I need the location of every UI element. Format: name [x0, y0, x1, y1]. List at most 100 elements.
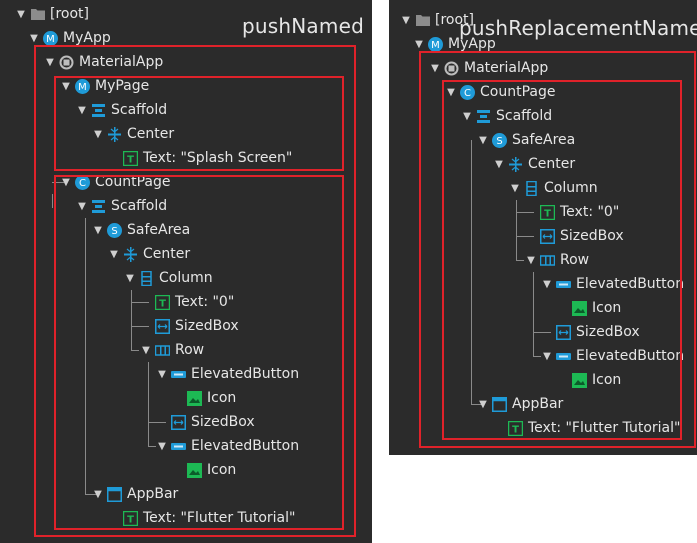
tree-guide — [516, 260, 524, 261]
tree-node-root[interactable]: ▼ [root] — [14, 2, 89, 26]
tree-node-label: Row — [175, 342, 205, 358]
tree-node-text[interactable]: T Text: "0" — [155, 290, 234, 314]
scaffold-icon — [91, 199, 106, 214]
tree-node-root[interactable]: ▼ [root] — [399, 8, 474, 32]
chevron-down-icon[interactable]: ▼ — [126, 272, 134, 284]
tree-node-column[interactable]: ▼ Column — [508, 176, 597, 200]
chevron-down-icon[interactable]: ▼ — [463, 110, 471, 122]
tree-node-mypage[interactable]: ▼ M MyPage — [59, 74, 149, 98]
chevron-down-icon[interactable]: ▼ — [543, 278, 551, 290]
tree-node-elevatedbutton[interactable]: ▼ ElevatedButton — [155, 362, 299, 386]
tree-node-icon[interactable]: Icon — [572, 368, 621, 392]
chevron-down-icon[interactable]: ▼ — [78, 200, 86, 212]
chevron-down-icon[interactable]: ▼ — [158, 440, 166, 452]
chevron-down-icon[interactable]: ▼ — [94, 224, 102, 236]
tree-node-label: Center — [528, 156, 576, 172]
chevron-down-icon[interactable]: ▼ — [94, 128, 102, 140]
tree-node-elevatedbutton[interactable]: ▼ ElevatedButton — [540, 272, 684, 296]
tree-node-text[interactable]: T Text: "Splash Screen" — [123, 146, 292, 170]
tree-node-scaffold[interactable]: ▼ Scaffold — [460, 104, 552, 128]
app-bar-icon — [492, 396, 507, 412]
tree-node-sizedbox[interactable]: SizedBox — [155, 314, 239, 338]
chevron-down-icon[interactable]: ▼ — [431, 62, 439, 74]
tree-node-label: SizedBox — [576, 324, 640, 340]
tree-node-label: AppBar — [512, 396, 564, 412]
tree-node-column[interactable]: ▼ Column — [123, 266, 213, 290]
tree-node-countpage[interactable]: ▼ C CountPage — [59, 170, 170, 194]
chevron-down-icon[interactable]: ▼ — [415, 38, 423, 50]
chevron-down-icon[interactable]: ▼ — [447, 86, 455, 98]
tree-node-appbar[interactable]: ▼ AppBar — [91, 482, 178, 506]
tree-node-sizedbox[interactable]: SizedBox — [556, 320, 640, 344]
chevron-down-icon[interactable]: ▼ — [62, 176, 70, 188]
button-icon — [171, 367, 186, 382]
button-icon — [556, 349, 571, 364]
tree-node-elevatedbutton[interactable]: ▼ ElevatedButton — [540, 344, 684, 368]
tree-guide — [516, 212, 534, 213]
tree-node-label: Text: "0" — [175, 294, 235, 310]
chevron-down-icon[interactable]: ▼ — [158, 368, 166, 380]
chevron-down-icon[interactable]: ▼ — [62, 80, 70, 92]
tree-node-countpage[interactable]: ▼ C CountPage — [444, 80, 555, 104]
chevron-down-icon[interactable]: ▼ — [479, 134, 487, 146]
tree-guide — [148, 422, 166, 423]
chevron-down-icon[interactable]: ▼ — [527, 254, 535, 266]
chevron-down-icon[interactable]: ▼ — [78, 104, 86, 116]
tree-node-center[interactable]: ▼ Center — [91, 122, 174, 146]
center-icon — [123, 246, 138, 262]
chevron-down-icon[interactable]: ▼ — [46, 56, 54, 68]
tree-node-icon[interactable]: Icon — [187, 458, 236, 482]
tree-node-safearea[interactable]: ▼ S SafeArea — [476, 128, 575, 152]
tree-node-label: Column — [159, 270, 213, 286]
image-icon — [187, 390, 202, 406]
svg-text:C: C — [79, 178, 86, 189]
sized-box-icon — [540, 228, 555, 244]
chevron-down-icon[interactable]: ▼ — [17, 8, 25, 20]
tree-node-label: SafeArea — [512, 132, 576, 148]
svg-text:T: T — [127, 514, 134, 525]
tree-node-appbar[interactable]: ▼ AppBar — [476, 392, 563, 416]
widget-tree-panel-pushnamed[interactable]: pushNamed ▼ [root] ▼ M MyApp ▼ MaterialA… — [0, 0, 372, 543]
chevron-down-icon[interactable]: ▼ — [94, 488, 102, 500]
tree-node-materialapp[interactable]: ▼ MaterialApp — [428, 56, 548, 80]
tree-node-sizedbox[interactable]: SizedBox — [540, 224, 624, 248]
stateless-widget-icon: M — [75, 78, 90, 94]
tree-node-label: SafeArea — [127, 222, 191, 238]
chevron-down-icon[interactable]: ▼ — [511, 182, 519, 194]
tree-node-sizedbox[interactable]: SizedBox — [171, 410, 255, 434]
tree-node-scaffold[interactable]: ▼ Scaffold — [75, 98, 167, 122]
chevron-down-icon[interactable]: ▼ — [110, 248, 118, 260]
tree-node-text[interactable]: T Text: "0" — [540, 200, 619, 224]
tree-node-elevatedbutton[interactable]: ▼ ElevatedButton — [155, 434, 299, 458]
tree-guide — [148, 362, 149, 446]
chevron-down-icon[interactable]: ▼ — [479, 398, 487, 410]
tree-node-text[interactable]: T Text: "Flutter Tutorial" — [123, 506, 295, 530]
tree-node-materialapp[interactable]: ▼ MaterialApp — [43, 50, 163, 74]
tree-node-label: MyApp — [448, 36, 496, 52]
chevron-down-icon[interactable]: ▼ — [543, 350, 551, 362]
widget-tree-panel-pushreplacementnamed[interactable]: pushReplacementNamed ▼ [root] ▼ M MyApp … — [389, 0, 697, 455]
scaffold-icon — [91, 103, 106, 118]
tree-node-safearea[interactable]: ▼ S SafeArea — [91, 218, 190, 242]
tree-node-center[interactable]: ▼ Center — [492, 152, 575, 176]
folder-icon — [30, 7, 45, 22]
row-icon — [540, 253, 555, 268]
tree-node-row[interactable]: ▼ Row — [139, 338, 204, 362]
column-icon — [524, 180, 539, 196]
tree-node-text[interactable]: T Text: "Flutter Tutorial" — [508, 416, 680, 440]
chevron-down-icon[interactable]: ▼ — [495, 158, 503, 170]
tree-node-center[interactable]: ▼ Center — [107, 242, 190, 266]
tree-node-scaffold[interactable]: ▼ Scaffold — [75, 194, 167, 218]
tree-node-myapp[interactable]: ▼ M MyApp — [27, 26, 111, 50]
svg-text:C: C — [464, 88, 471, 99]
chevron-down-icon[interactable]: ▼ — [402, 14, 410, 26]
column-icon — [139, 270, 154, 286]
tree-guide — [533, 356, 541, 357]
tree-node-row[interactable]: ▼ Row — [524, 248, 589, 272]
svg-text:T: T — [544, 208, 551, 219]
tree-node-myapp[interactable]: ▼ M MyApp — [412, 32, 496, 56]
chevron-down-icon[interactable]: ▼ — [142, 344, 150, 356]
tree-node-icon[interactable]: Icon — [187, 386, 236, 410]
tree-node-icon[interactable]: Icon — [572, 296, 621, 320]
chevron-down-icon[interactable]: ▼ — [30, 32, 38, 44]
